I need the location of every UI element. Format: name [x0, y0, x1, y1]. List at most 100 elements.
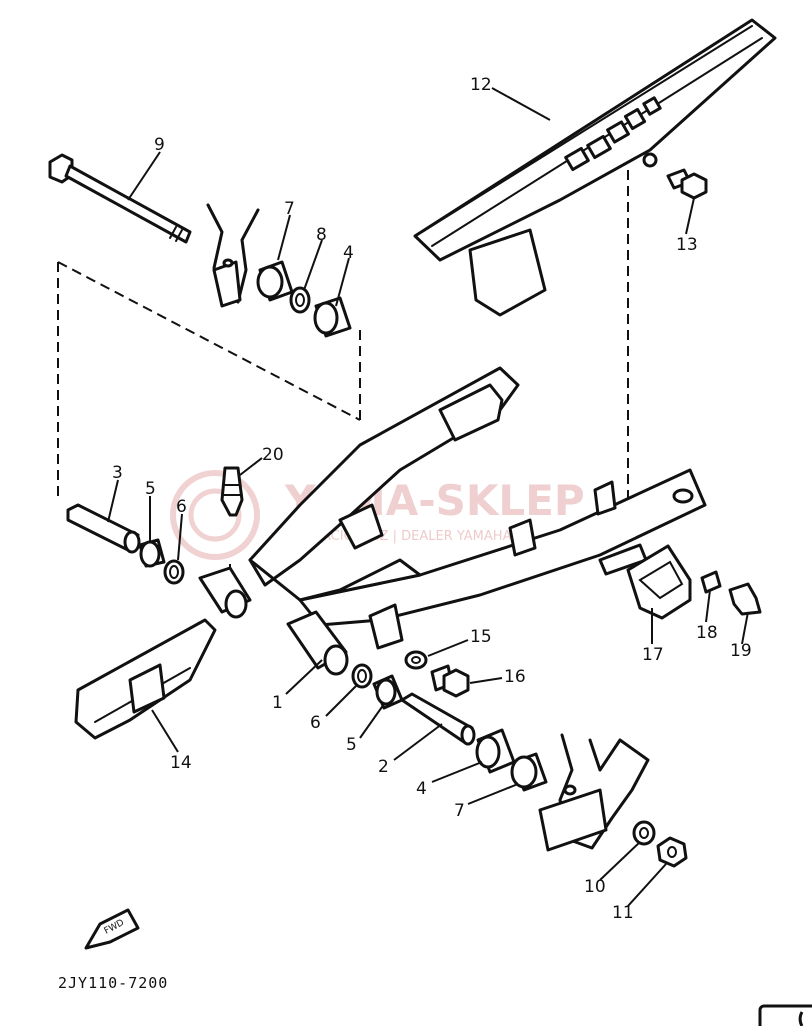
- watermark-logo: [170, 470, 260, 560]
- callout-4-upper: 4: [343, 243, 354, 263]
- chain-guide-17: [626, 544, 692, 620]
- callout-6-left: 6: [176, 497, 187, 517]
- callout-7-lower: 7: [454, 801, 465, 821]
- chaincase-slot-3: [606, 120, 630, 144]
- leader-4a: [335, 257, 350, 307]
- washer-bolt-set: [404, 650, 470, 698]
- part-pivot-shaft: [48, 153, 192, 244]
- chaincase-slot-4: [623, 107, 647, 131]
- callout-5-left: 5: [145, 479, 156, 499]
- bushing-4-upper-face: [313, 301, 339, 335]
- fwd-arrow-shape: [84, 908, 140, 950]
- nipple-body: [220, 466, 244, 517]
- pivot-bosses: [198, 566, 349, 676]
- left-bushing-set: [66, 503, 185, 585]
- callout-15: 15: [470, 627, 492, 647]
- part-chain-case: [413, 18, 777, 317]
- leader-6a: [177, 513, 183, 561]
- frame-bracket-top: [206, 203, 260, 308]
- collar-7-upper-face: [256, 265, 284, 299]
- washer-15-hole: [411, 656, 421, 664]
- bracket-hole: [222, 258, 234, 268]
- leader-6b: [325, 685, 357, 717]
- nut-11-hole: [667, 846, 677, 858]
- corner-stamp: [758, 1004, 812, 1030]
- leader-18: [705, 589, 711, 623]
- bolt-16-head: [442, 668, 470, 698]
- chaincase-guard-plate: [468, 228, 547, 317]
- bolt-19: [728, 582, 762, 616]
- collar-7-lower-face: [510, 755, 538, 789]
- leader-19: [741, 611, 749, 645]
- callout-6-right: 6: [310, 713, 321, 733]
- callout-14: 14: [170, 753, 192, 773]
- callout-18: 18: [696, 623, 718, 643]
- callout-12: 12: [470, 75, 492, 95]
- swingarm-axle-slot: [672, 488, 694, 504]
- bracket-plate: [212, 260, 242, 308]
- pivot-boss-right-face: [323, 644, 349, 676]
- chaincase-slot-2: [586, 134, 612, 160]
- leader-3: [107, 479, 119, 523]
- seal-6-left-hole: [169, 565, 179, 579]
- leader-16: [469, 677, 503, 684]
- leader-13: [685, 197, 695, 235]
- sleeve-2-end: [460, 724, 476, 746]
- upper-bushing-set: [256, 260, 352, 338]
- callout-4-lower: 4: [416, 779, 427, 799]
- dash-left-diagonal: [57, 261, 361, 421]
- bushing-4-lower-face: [475, 735, 501, 769]
- slider-clamp: [128, 663, 166, 714]
- callout-11: 11: [612, 903, 634, 923]
- fwd-arrow: FWD: [84, 908, 140, 950]
- seal-6-right: [351, 663, 373, 689]
- watermark-logo-inner: [188, 488, 242, 542]
- bracket-lower-stub: [538, 788, 608, 852]
- drawing-code: 2JY110-7200: [58, 974, 168, 992]
- swingarm-upper-bracket: [438, 383, 504, 442]
- bolt-13-head: [680, 172, 708, 200]
- washer-8: [289, 286, 311, 314]
- chaincase-slot-5: [642, 96, 662, 116]
- callout-5-right: 5: [346, 735, 357, 755]
- washer-10: [632, 820, 656, 846]
- shaft-thread: [169, 226, 183, 242]
- washer-8-hole: [295, 293, 305, 307]
- leader-7b: [467, 783, 519, 805]
- leader-7a: [277, 214, 291, 261]
- washer-15: [404, 650, 428, 670]
- leader-10: [599, 841, 641, 881]
- leader-4b: [431, 761, 483, 783]
- seal-6-right-hole: [357, 669, 367, 683]
- callout-7-upper: 7: [284, 199, 295, 219]
- callout-8: 8: [316, 225, 327, 245]
- shaft-body: [64, 164, 192, 244]
- callout-2: 2: [378, 757, 389, 777]
- leader-12: [491, 87, 551, 121]
- leader-5b: [359, 703, 385, 739]
- chain-guide-set: [626, 544, 762, 620]
- leader-15: [427, 639, 469, 657]
- swingarm-tab-2: [508, 518, 537, 557]
- nut-11: [656, 836, 688, 868]
- right-bushing-set: [351, 663, 548, 792]
- leader-14: [151, 709, 179, 753]
- sleeve-3-end: [123, 530, 141, 554]
- bushing-5-right-face: [375, 678, 397, 706]
- bracket-lower-hole: [563, 784, 577, 796]
- callout-13: 13: [676, 235, 698, 255]
- nipple-rings: [222, 484, 243, 496]
- swingarm-pad-block: [368, 603, 404, 650]
- chain-guide-17-inner: [638, 560, 684, 600]
- leader-lines: [107, 87, 749, 907]
- callouts: 9 7 8 4 12 13 20 3 5 6 15 16 1 6 5 2 4 7…: [112, 75, 752, 923]
- bolt-18: [700, 570, 722, 594]
- leader-11: [627, 863, 667, 907]
- part-grease-nipple: [220, 466, 244, 517]
- washer-10-hole: [639, 827, 649, 839]
- swingarm-center-bracket: [338, 503, 384, 550]
- pivot-boss-left-face: [224, 589, 248, 619]
- leader-9: [127, 151, 161, 201]
